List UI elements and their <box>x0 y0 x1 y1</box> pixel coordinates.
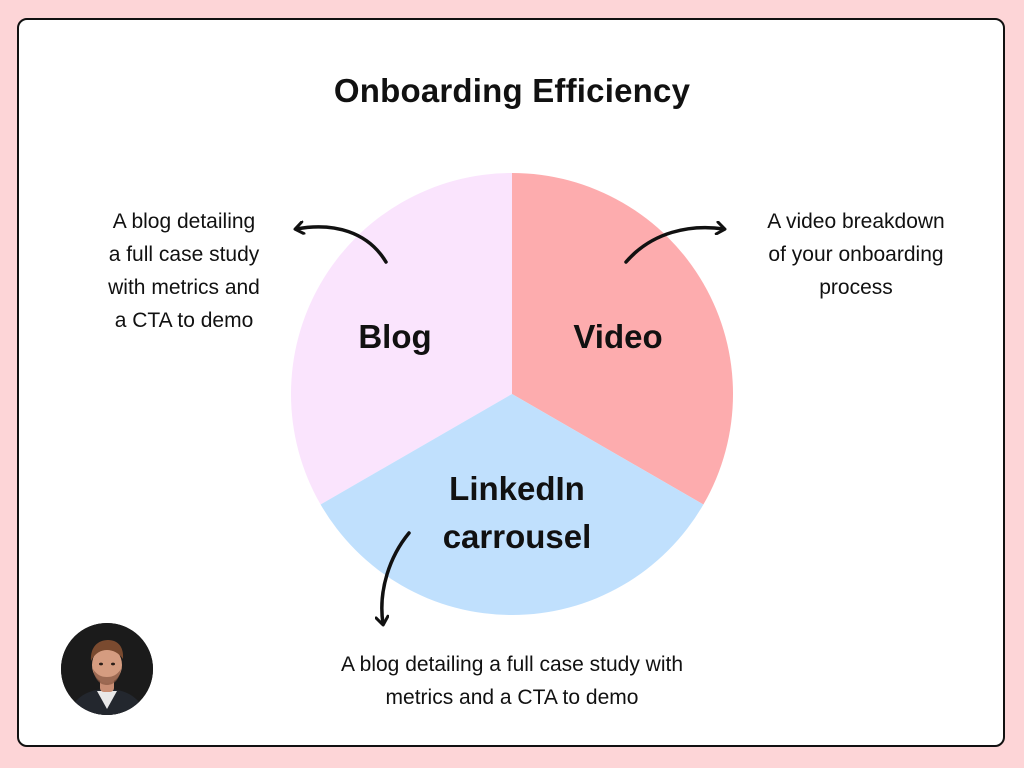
blog-note: A blog detailing a full case study with … <box>74 205 294 337</box>
linkedin-label-line1: LinkedIn <box>449 470 585 507</box>
blog-note-line: A blog detailing <box>112 210 256 233</box>
avatar <box>61 623 153 715</box>
video-slice <box>512 173 734 505</box>
linkedin-label: LinkedIn carrousel <box>417 465 617 561</box>
linkedin-note: A blog detailing a full case study with … <box>282 648 742 714</box>
blog-note-line: with metrics and <box>108 276 260 299</box>
linkedin-note-line: metrics and a CTA to demo <box>385 686 639 709</box>
person-portrait-icon <box>61 623 153 715</box>
blog-note-line: a CTA to demo <box>114 309 254 332</box>
page-title: Onboarding Efficiency <box>333 72 691 109</box>
video-note: A video breakdown of your onboarding pro… <box>731 205 981 304</box>
linkedin-label-line2: carrousel <box>442 518 592 555</box>
blog-label: Blog <box>358 318 432 355</box>
blog-note-line: a full case study <box>108 243 260 266</box>
video-label: Video <box>573 318 663 355</box>
linkedin-note-line: A blog detailing a full case study with <box>340 653 684 676</box>
video-note-line: A video breakdown <box>767 210 945 233</box>
video-note-line: process <box>819 276 893 299</box>
video-arrow <box>624 228 724 264</box>
linkedin-slice <box>320 394 704 616</box>
video-note-line: of your onboarding <box>768 243 944 266</box>
blog-arrow <box>296 227 388 264</box>
linkedin-arrow <box>382 531 411 624</box>
blog-slice <box>290 173 512 505</box>
